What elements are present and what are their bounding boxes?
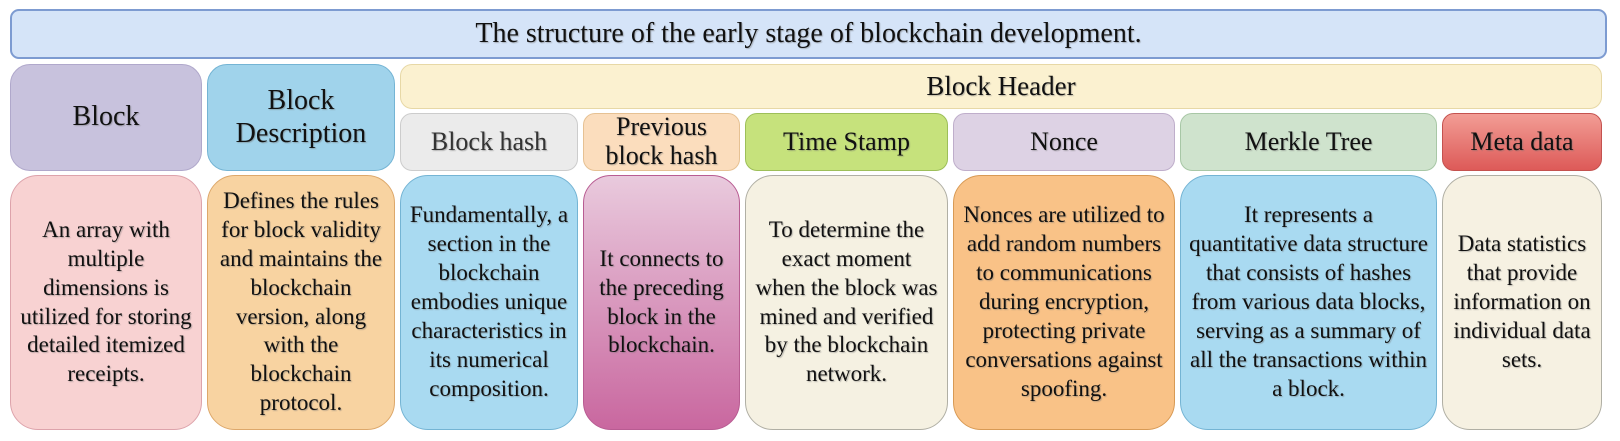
column-header-time-stamp: Time Stamp [745,113,948,171]
diagram-title: The structure of the early stage of bloc… [475,18,1142,49]
description-box-meta-data-text: Data statistics that provide information… [1453,231,1591,372]
description-box-merkle-tree-text: It represents a quantitative data struct… [1189,202,1428,401]
description-box-nonce: Nonces are utilized to add random number… [953,175,1175,430]
description-box-block-description-text: Defines the rules for block validity and… [219,187,383,416]
column-header-nonce-label: Nonce [1030,126,1098,156]
description-box-block-hash: Fundamentally, a section in the blockcha… [400,175,578,430]
description-box-previous-block-hash-text: It connects to the preceding block in th… [599,245,724,358]
column-header-block-label: Block [72,101,140,133]
column-header-merkle-tree: Merkle Tree [1180,113,1437,171]
description-box-meta-data: Data statistics that provide information… [1442,175,1602,430]
description-box-block: An array with multiple dimensions is uti… [10,175,202,430]
diagram-title-bar: The structure of the early stage of bloc… [10,9,1607,59]
diagram-grid: Block Block Description Block Header Blo… [10,64,1602,430]
description-box-block-text: An array with multiple dimensions is uti… [20,216,192,387]
column-header-nonce: Nonce [953,113,1175,171]
column-header-meta-data: Meta data [1442,113,1602,171]
diagram-inner: The structure of the early stage of bloc… [10,9,1607,430]
description-box-block-hash-text: Fundamentally, a section in the blockcha… [409,202,569,401]
column-header-time-stamp-label: Time Stamp [783,126,910,156]
description-box-merkle-tree: It represents a quantitative data struct… [1180,175,1437,430]
column-header-block: Block [10,64,202,171]
column-header-block-hash: Block hash [400,113,578,171]
column-header-block-description: Block Description [207,64,395,171]
column-header-block-description-label: Block Description [235,85,367,149]
column-header-block-hash-label: Block hash [430,126,548,156]
block-header-band-label: Block Header [926,71,1076,101]
block-header-band: Block Header [400,64,1602,109]
column-header-previous-block-hash-label: Previous block hash [605,112,718,170]
column-header-meta-data-label: Meta data [1470,126,1574,156]
description-box-previous-block-hash: It connects to the preceding block in th… [583,175,740,430]
description-box-block-description: Defines the rules for block validity and… [207,175,395,430]
description-box-time-stamp: To determine the exact moment when the b… [745,175,948,430]
description-box-time-stamp-text: To determine the exact moment when the b… [755,216,938,387]
column-header-merkle-tree-label: Merkle Tree [1244,126,1373,156]
description-box-nonce-text: Nonces are utilized to add random number… [963,202,1165,401]
column-header-previous-block-hash: Previous block hash [583,113,740,171]
